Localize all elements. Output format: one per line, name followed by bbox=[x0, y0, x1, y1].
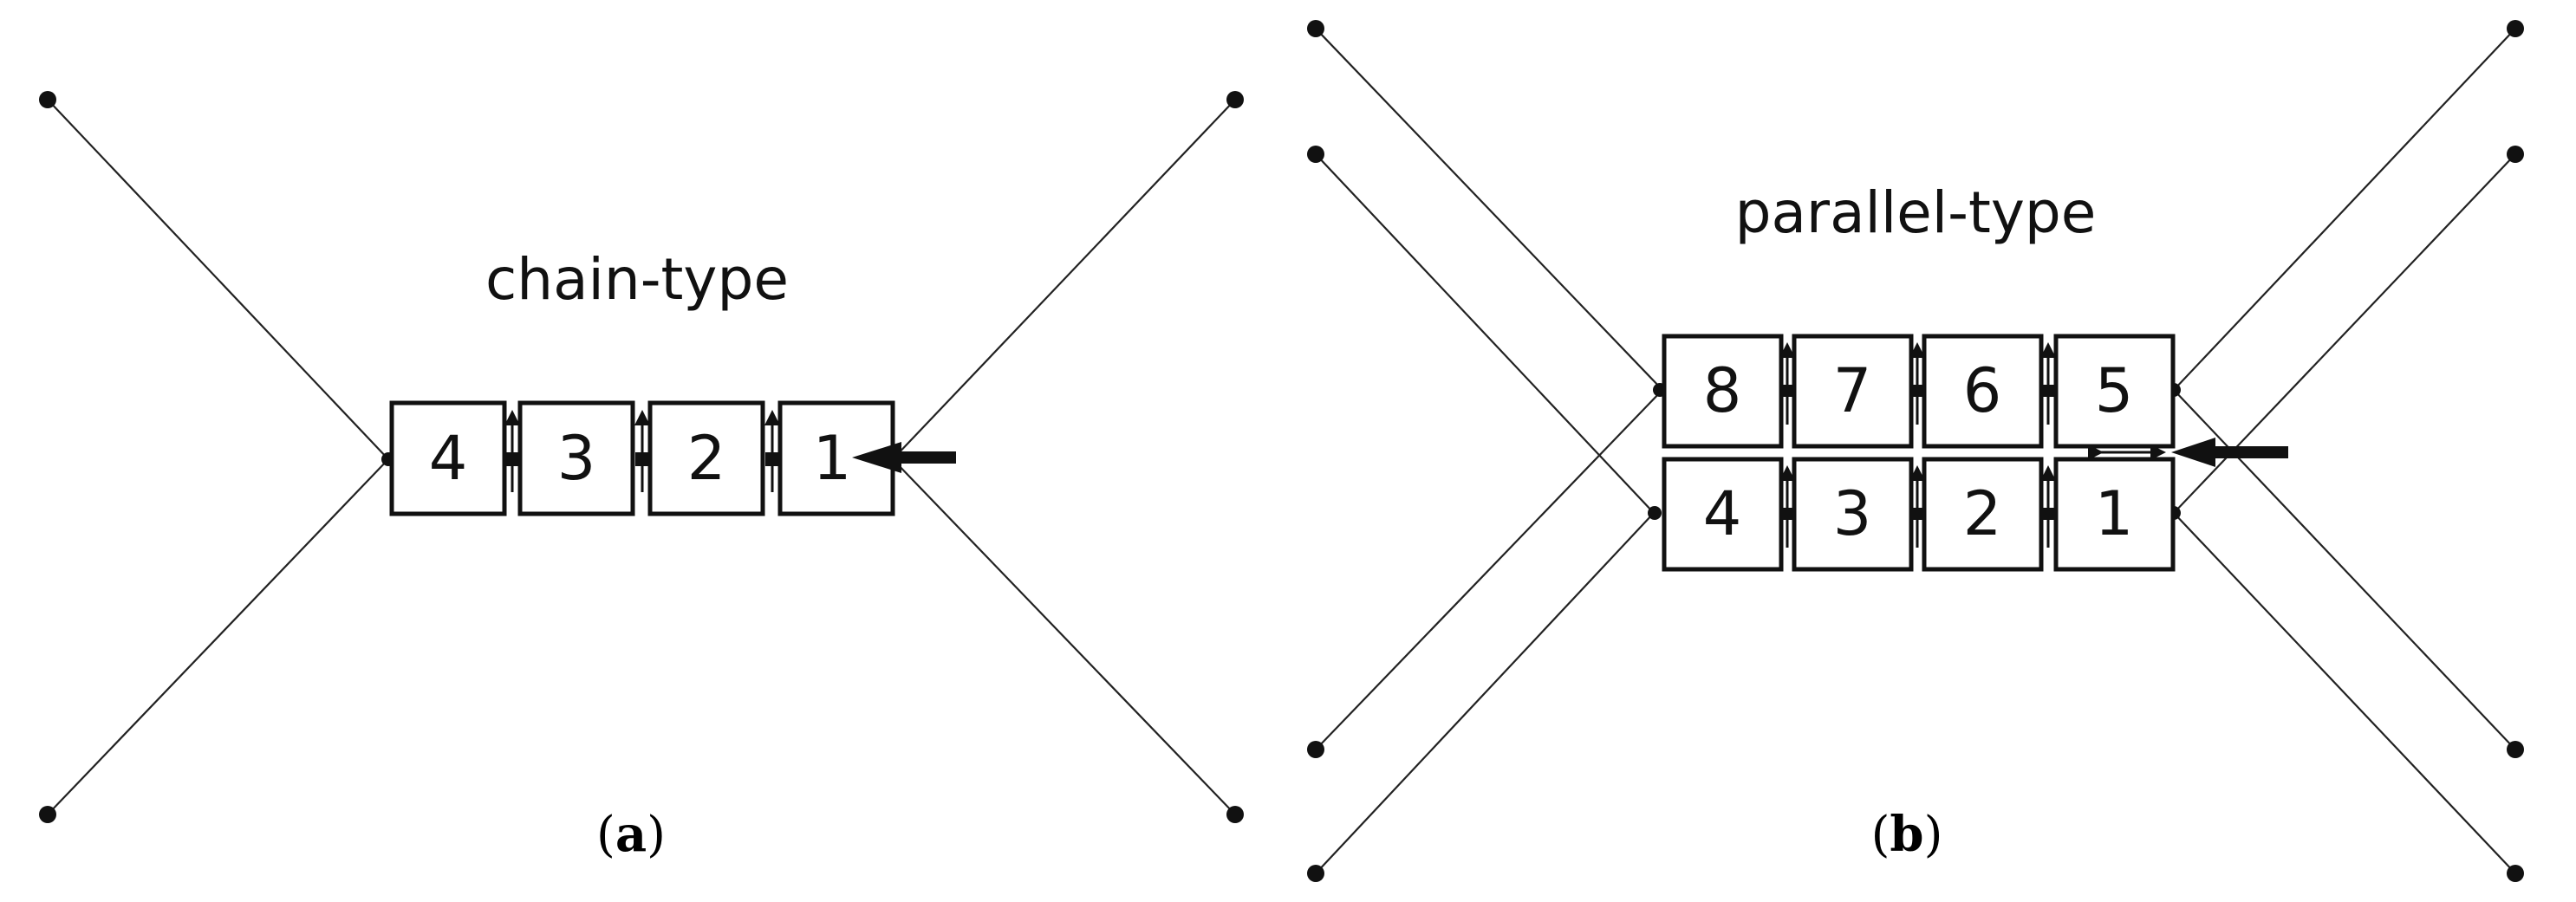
force-arrow-icon bbox=[2171, 438, 2288, 467]
anchor-point bbox=[39, 806, 56, 823]
anchor-point bbox=[1226, 806, 1244, 823]
cable-joint bbox=[1648, 506, 1662, 520]
anchor-point bbox=[1226, 91, 1244, 108]
connector-icon bbox=[1909, 342, 1925, 425]
cable-a-lower-right bbox=[892, 458, 1236, 815]
panel-b-bottom-row: 4 3 2 1 bbox=[1662, 457, 2176, 572]
module-label: 6 bbox=[1963, 355, 2002, 426]
panel-a-cables bbox=[47, 99, 1236, 815]
cable-b-outer-lower-left bbox=[1315, 512, 1655, 874]
connector-icon bbox=[504, 410, 520, 492]
force-arrow-icon bbox=[852, 442, 956, 473]
cable-b-inner-upper-left bbox=[1315, 153, 1655, 514]
module-label: 5 bbox=[2095, 355, 2134, 426]
panel-b-connectors-top bbox=[1779, 342, 2056, 425]
connector-icon bbox=[764, 410, 780, 492]
cable-a-upper-right bbox=[892, 99, 1236, 460]
module-label: 3 bbox=[1833, 478, 1872, 549]
cable-b-outer-lower-right bbox=[2173, 512, 2516, 874]
module-label: 4 bbox=[429, 423, 468, 494]
module-box: 3 bbox=[1792, 457, 1914, 572]
connector-icon bbox=[2040, 465, 2056, 548]
connector-icon bbox=[634, 410, 650, 492]
panel-b-cables bbox=[1315, 28, 2516, 874]
module-box: 2 bbox=[1922, 457, 2044, 572]
module-label: 1 bbox=[813, 423, 852, 494]
anchor-point bbox=[2507, 146, 2524, 163]
anchor-point bbox=[1307, 20, 1324, 37]
module-box: 4 bbox=[1662, 457, 1784, 572]
anchor-point bbox=[1307, 741, 1324, 758]
panel-b-caption: (b) bbox=[1871, 806, 1943, 863]
panel-a-anchors bbox=[39, 91, 1244, 823]
cable-b-inner-lower-left bbox=[1315, 389, 1663, 750]
anchor-point bbox=[1307, 865, 1324, 882]
connector-icon bbox=[1909, 465, 1925, 548]
anchor-point bbox=[1307, 146, 1324, 163]
connector-icon bbox=[1779, 465, 1795, 548]
panel-b-top-row: 8 7 6 5 bbox=[1662, 334, 2176, 449]
panel-b-anchors bbox=[1307, 20, 2524, 882]
module-box: 1 bbox=[2053, 457, 2176, 572]
cable-b-outer-upper-right bbox=[2173, 28, 2516, 391]
module-box: 6 bbox=[1922, 334, 2044, 449]
panel-b-connectors-bottom bbox=[1779, 465, 2056, 548]
anchor-point bbox=[2507, 741, 2524, 758]
module-box: 4 bbox=[389, 400, 507, 516]
module-label: 1 bbox=[2095, 478, 2134, 549]
module-box: 7 bbox=[1792, 334, 1914, 449]
anchor-point bbox=[39, 91, 56, 108]
module-label: 2 bbox=[1963, 478, 2002, 549]
module-label: 3 bbox=[557, 423, 596, 494]
cable-a-lower-left bbox=[47, 458, 389, 815]
panel-b-title: parallel-type bbox=[1735, 179, 2097, 246]
cable-b-outer-upper-left bbox=[1315, 28, 1663, 391]
panel-a: chain-type 4 3 2 1 bbox=[39, 91, 1244, 863]
module-label: 7 bbox=[1833, 355, 1872, 426]
anchor-point bbox=[2507, 20, 2524, 37]
panel-a-title: chain-type bbox=[485, 246, 789, 313]
module-label: 4 bbox=[1703, 478, 1742, 549]
module-label: 8 bbox=[1703, 355, 1742, 426]
connector-icon bbox=[1779, 342, 1795, 425]
connector-icon bbox=[2040, 342, 2056, 425]
panel-a-caption: (a) bbox=[596, 806, 666, 863]
panel-b: parallel-type 8 7 6 5 4 bbox=[1307, 20, 2524, 882]
cable-a-upper-left bbox=[47, 99, 389, 460]
module-box: 3 bbox=[517, 400, 635, 516]
module-box: 5 bbox=[2053, 334, 2176, 449]
module-label: 2 bbox=[687, 423, 726, 494]
anchor-point bbox=[2507, 865, 2524, 882]
module-box: 8 bbox=[1662, 334, 1784, 449]
module-box: 2 bbox=[647, 400, 765, 516]
cable-b-inner-lower-right bbox=[2173, 389, 2516, 750]
panel-a-connectors bbox=[504, 410, 780, 492]
